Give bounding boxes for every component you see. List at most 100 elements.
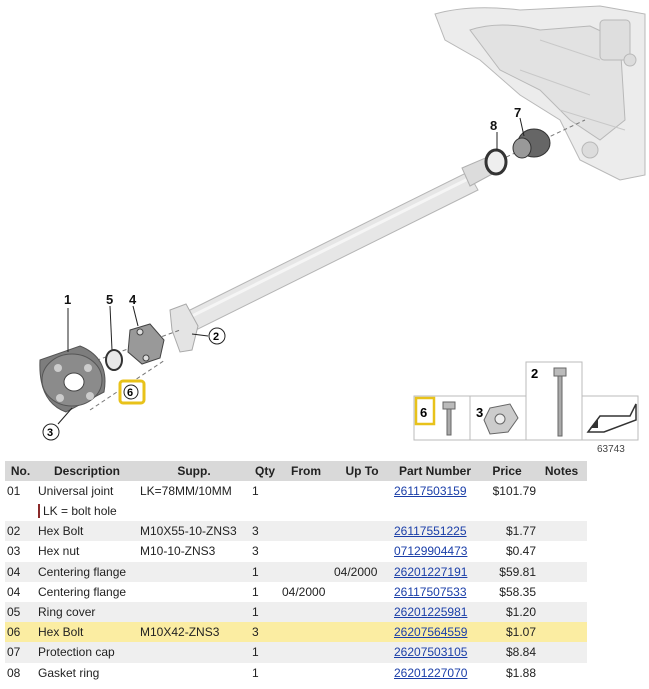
cell-notes bbox=[536, 521, 587, 542]
parts-table: No. Description Supp. Qty From Up To Par… bbox=[5, 461, 587, 683]
cell-part-number: 07129904473 bbox=[392, 541, 478, 561]
part-number-link[interactable]: 26201227191 bbox=[394, 564, 468, 579]
cell-notes bbox=[536, 601, 587, 623]
cell-part-number: 26201225981 bbox=[392, 601, 478, 623]
cell-up-to bbox=[332, 521, 392, 542]
callout-5: 5 bbox=[106, 292, 113, 307]
cell-price: $0.47 bbox=[505, 544, 536, 559]
cell-description: Hex Bolt bbox=[36, 622, 138, 643]
legend-label-2: 2 bbox=[531, 366, 538, 381]
part-number-link[interactable]: 26207564559 bbox=[394, 625, 468, 640]
cell-description: Hex Bolt bbox=[36, 521, 138, 542]
diagram-number: 63743 bbox=[597, 444, 625, 455]
cell-qty: 1 bbox=[250, 642, 280, 663]
cell-no: 03 bbox=[7, 544, 21, 559]
callout-1: 1 bbox=[64, 292, 71, 307]
leader-lines bbox=[57, 117, 525, 425]
cell-price: $1.77 bbox=[478, 521, 536, 542]
callout-6-highlight: 6 bbox=[118, 379, 146, 405]
header-description: Description bbox=[36, 461, 138, 481]
header-no: No. bbox=[5, 461, 36, 481]
part-number-link[interactable]: 26117551225 bbox=[394, 524, 467, 539]
cell-qty: 1 bbox=[252, 665, 259, 680]
cell-from bbox=[280, 663, 332, 683]
cell-description: Protection cap bbox=[36, 642, 138, 663]
header-qty: Qty bbox=[250, 461, 280, 481]
cell-no: 05 bbox=[5, 601, 36, 623]
part-number-link[interactable]: 26207503105 bbox=[394, 645, 468, 660]
cell-notes bbox=[536, 481, 587, 501]
cell-description: Centering flange bbox=[36, 561, 138, 582]
shaft-flange bbox=[169, 303, 199, 353]
legend-label-6: 6 bbox=[420, 405, 427, 420]
cell-qty: 1 bbox=[250, 601, 280, 623]
cell-part-number: 26117551225 bbox=[392, 521, 478, 542]
cell-from bbox=[280, 622, 332, 643]
legend-label-3: 3 bbox=[476, 405, 483, 420]
cell-notes bbox=[536, 541, 587, 561]
table-row: 04 Centering flange 1 04/2000 2620122719… bbox=[5, 561, 587, 582]
cell-supp: M10-10-ZNS3 bbox=[140, 544, 216, 559]
table-row: 03 Hex nut M10-10-ZNS3 3 07129904473 $0.… bbox=[5, 541, 587, 561]
cell-notes bbox=[536, 622, 587, 643]
header-supp: Supp. bbox=[138, 461, 250, 481]
cell-up-to bbox=[332, 601, 392, 623]
cell-qty: 3 bbox=[250, 521, 280, 542]
callout-6: 6 bbox=[127, 387, 133, 399]
table-note-row: LK = bolt hole bbox=[5, 501, 587, 521]
part-number-link[interactable]: 26117503159 bbox=[394, 484, 467, 499]
cell-part-number: 26207564559 bbox=[392, 622, 478, 643]
gasket-ring bbox=[484, 148, 508, 176]
note-cell: LK = bolt hole bbox=[36, 501, 587, 521]
cell-supp: M10X55-10-ZNS3 bbox=[138, 521, 250, 542]
cell-qty: 3 bbox=[250, 622, 280, 643]
callout-3: 3 bbox=[47, 427, 53, 439]
part-number-link[interactable]: 26201225981 bbox=[394, 605, 468, 620]
header-up-to: Up To bbox=[332, 461, 392, 481]
table-row: 02 Hex Bolt M10X55-10-ZNS3 3 26117551225… bbox=[5, 521, 587, 542]
cell-from bbox=[280, 541, 332, 561]
cell-from bbox=[280, 642, 332, 663]
header-part-number: Part Number bbox=[392, 461, 478, 481]
note-text: LK = bolt hole bbox=[38, 504, 117, 519]
cell-notes bbox=[536, 561, 587, 582]
cell-price: $1.88 bbox=[505, 665, 536, 680]
table-header-row: No. Description Supp. Qty From Up To Par… bbox=[5, 461, 587, 481]
cell-no: 04 bbox=[5, 561, 36, 582]
cell-qty: 1 bbox=[252, 484, 259, 499]
cell-from: 04/2000 bbox=[282, 584, 326, 599]
cell-from bbox=[280, 481, 332, 501]
universal-joint bbox=[39, 345, 106, 413]
cell-supp: LK=78MM/10MM bbox=[140, 484, 232, 499]
cell-supp bbox=[138, 601, 250, 623]
cell-description: Centering flange bbox=[38, 584, 127, 599]
cell-no: 08 bbox=[7, 665, 21, 680]
cell-description: Universal joint bbox=[38, 484, 114, 499]
callout-3-circle: 3 bbox=[42, 423, 60, 441]
table-row: 07 Protection cap 1 26207503105 $8.84 bbox=[5, 642, 587, 663]
callout-7: 7 bbox=[514, 105, 521, 120]
cell-price: $101.79 bbox=[492, 484, 536, 499]
protection-cap bbox=[512, 128, 551, 159]
centering-flange bbox=[127, 323, 165, 365]
header-price: Price bbox=[478, 461, 536, 481]
part-number-link[interactable]: 07129904473 bbox=[394, 544, 468, 559]
hex-bolt-short-icon bbox=[442, 401, 456, 436]
part-number-link[interactable]: 26117507533 bbox=[394, 584, 467, 599]
cell-description: Hex nut bbox=[38, 544, 80, 559]
part-number-link[interactable]: 26201227070 bbox=[394, 665, 468, 680]
callout-2-circle: 2 bbox=[208, 327, 226, 345]
cell-part-number: 26117507533 bbox=[392, 582, 478, 602]
cell-supp bbox=[138, 663, 250, 683]
cell-part-number: 26201227070 bbox=[392, 663, 478, 683]
exploded-view-icon bbox=[586, 403, 637, 433]
hardware-legend: 6 3 2 63743 bbox=[413, 361, 639, 455]
cell-no: 01 bbox=[7, 484, 21, 499]
cell-description: Gasket ring bbox=[38, 665, 100, 680]
cell-part-number: 26207503105 bbox=[392, 642, 478, 663]
cell-supp bbox=[138, 582, 250, 602]
cell-price: $58.35 bbox=[499, 584, 536, 599]
table-row: 05 Ring cover 1 26201225981 $1.20 bbox=[5, 601, 587, 623]
cell-from bbox=[280, 601, 332, 623]
cell-from bbox=[280, 561, 332, 582]
